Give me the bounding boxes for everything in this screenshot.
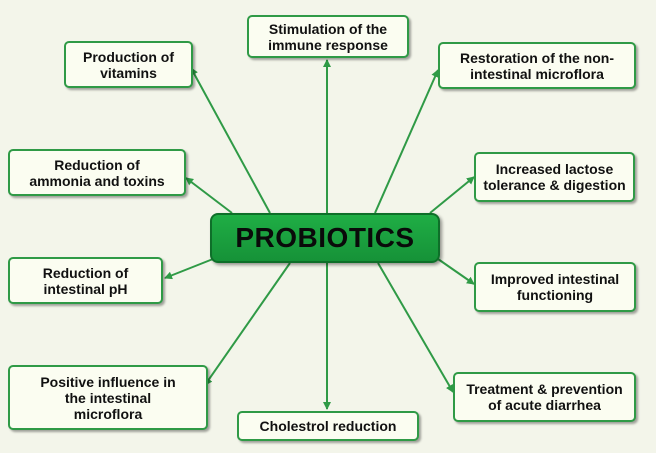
arrow-to-production-of-vitamins — [190, 67, 271, 214]
arrow-to-acute-diarrhea — [377, 262, 454, 393]
arrow-to-ammonia-and-toxins — [185, 177, 233, 214]
benefit-production-of-vitamins: Production of vitamins — [64, 41, 193, 88]
benefit-treatment-prevention-acute-diarrhea: Treatment & prevention of acute diarrhea — [453, 372, 636, 422]
benefit-improved-intestinal-functioning: Improved intestinal functioning — [474, 262, 636, 312]
benefit-positive-influence-intestinal-microflora: Positive influence in the intestinal mic… — [8, 365, 208, 430]
arrow-to-intestinal-ph — [164, 258, 214, 280]
arrow-to-intestinal-microflora — [204, 262, 291, 386]
benefit-stimulation-of-immune-response: Stimulation of the immune response — [247, 15, 409, 58]
benefit-reduction-of-intestinal-ph: Reduction of intestinal pH — [8, 257, 163, 304]
arrow-to-non-intestinal-microflora — [374, 69, 439, 214]
benefit-increased-lactose-tolerance: Increased lactose tolerance & digestion — [474, 152, 635, 202]
arrow-to-intestinal-functioning — [437, 258, 475, 285]
probiotics-center-node: PROBIOTICS — [210, 213, 440, 263]
benefit-cholestrol-reduction: Cholestrol reduction — [237, 411, 419, 441]
benefit-restoration-of-non-intestinal-microflora: Restoration of the non- intestinal micro… — [438, 42, 636, 89]
arrow-to-lactose-tolerance — [429, 176, 475, 214]
benefit-reduction-of-ammonia-and-toxins: Reduction of ammonia and toxins — [8, 149, 186, 196]
